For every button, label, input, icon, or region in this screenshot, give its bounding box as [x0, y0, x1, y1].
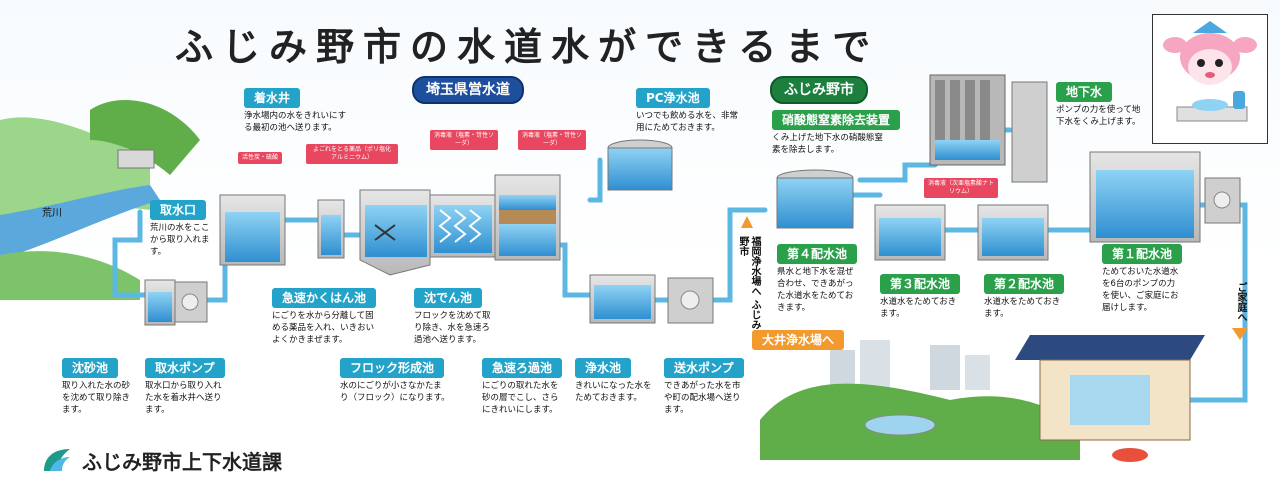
step-dist1-desc: ためておいた水道水を6台のポンプの力を使い、ご家庭にお届けします。	[1102, 267, 1179, 313]
step-rapid-filter-label: 急速ろ過池	[482, 358, 563, 378]
river-label: 荒川	[42, 208, 62, 219]
fountain	[864, 414, 936, 436]
section-fujimino: ふじみ野市	[770, 76, 868, 104]
solar-roof	[1015, 335, 1205, 360]
tank-settling	[429, 194, 496, 258]
tank-rapid-filter	[494, 174, 561, 261]
step-rapid-filter-desc: にごりの取れた水を砂の層でこし、さらにきれいにします。	[482, 381, 559, 415]
tank-groundwater	[1011, 81, 1048, 183]
chem-tag-disinfect-1: 消毒液（塩素・苛性ソーダ）	[430, 130, 498, 150]
pipe-nitrate	[857, 162, 938, 183]
step-intake-pump-desc: 取水口から取り入れた水を着水井へ送ります。	[145, 381, 222, 415]
arrow-down	[1232, 328, 1248, 340]
tank-floc	[359, 189, 431, 276]
pipe-to-fujimino	[709, 207, 768, 303]
step-dist4-desc: 県水と地下水を混ぜ合わせ、できあがった水道水をためておきます。	[777, 267, 854, 313]
river-scene	[0, 100, 200, 300]
step-groundwater-label: 地下水	[1056, 82, 1113, 102]
page-title: ふじみ野市の水道水ができるまで	[175, 25, 880, 69]
step-clear-pool-label: 浄水池	[575, 358, 632, 378]
tank-intake-pump	[174, 281, 208, 323]
arrow-up	[741, 216, 753, 228]
tank-dist4	[776, 169, 854, 229]
flow-home: ご家庭へ	[1235, 282, 1246, 322]
section-saitama: 埼玉県営水道	[412, 76, 524, 104]
chem-tag-disinfect-3: 消毒液（次亜塩素酸ナトリウム）	[924, 178, 998, 198]
step-receiving-label: 着水井	[244, 88, 301, 108]
tank-receiving	[219, 194, 286, 266]
step-settling-label: 沈でん池	[414, 288, 483, 308]
step-pump-out-desc: できあがった水を市や町の配水場へ送ります。	[664, 381, 741, 415]
step-dist1-label: 第１配水池	[1102, 244, 1183, 264]
step-sand-basin-label: 沈砂池	[62, 358, 119, 378]
pipe-intake	[112, 209, 153, 298]
watering-can	[1112, 448, 1148, 462]
step-rapid-mix-desc: にごりを水から分離して固める薬品を入れ、いきおいよくかきまぜます。	[272, 311, 375, 345]
tanks	[144, 74, 1241, 326]
tank-dist3	[874, 204, 946, 261]
step-floc-desc: 水のにごりが小さなかたまり（フロック）になります。	[340, 381, 450, 403]
step-rapid-mix-label: 急速かくはん池	[272, 288, 377, 308]
town-scene	[760, 335, 1205, 462]
step-pc-pool-desc: いつでも飲める水を、非常用にためておきます。	[636, 111, 739, 133]
step-pump-out-label: 送水ポンプ	[664, 358, 744, 378]
org-name: ふじみ野市上下水道課	[82, 449, 282, 474]
step-clear-pool-desc: きれいになった水をためておきます。	[575, 381, 652, 403]
step-nitrate-desc: くみ上げた地下水の硝酸態窒素を除去します。	[772, 133, 883, 155]
step-groundwater-desc: ポンプの力を使って地下水をくみ上げます。	[1056, 105, 1141, 127]
tank-sand-basin	[144, 279, 176, 326]
tank-pc	[607, 139, 673, 191]
tank-dist1	[1089, 151, 1201, 243]
flow-to-fujimino: 福岡浄水場へ ふじみ野市	[737, 236, 760, 330]
mascot-character-icon	[1163, 21, 1257, 122]
chem-tag-disinfect-2: 消毒液（塩素・苛性ソーダ）	[518, 130, 586, 150]
chem-tag-coag: よごれをとる薬品（ポリ塩化アルミニウム）	[306, 144, 398, 164]
city-logo-icon	[44, 449, 70, 471]
step-dist2-desc: 水道水をためておきます。	[984, 297, 1061, 319]
tank-dist1-pump	[1204, 177, 1241, 224]
footer: ふじみ野市上下水道課	[40, 440, 282, 480]
chem-tag-carbon: 活性炭・硫酸	[238, 152, 283, 164]
step-dist2-label: 第２配水池	[984, 274, 1065, 294]
step-floc-label: フロック形成池	[340, 358, 445, 378]
tank-dist2	[977, 204, 1049, 261]
step-settling-desc: フロックを沈めて取り除き、水を急速ろ過池へ送ります。	[414, 311, 491, 345]
step-intake-pump-label: 取水ポンプ	[145, 358, 225, 378]
step-nitrate-label: 硝酸態窒素除去装置	[772, 110, 901, 130]
step-dist3-desc: 水道水をためておきます。	[880, 297, 957, 319]
step-sand-basin-desc: 取り入れた水の砂を沈めて取り除きます。	[62, 381, 131, 415]
pipe-pc	[587, 157, 603, 203]
mascot-box	[1152, 14, 1268, 144]
tank-pump-out	[667, 277, 714, 324]
flow-ooi: 大井浄水場へ	[752, 330, 845, 350]
step-dist4-label: 第４配水池	[777, 244, 858, 264]
flow-arrows	[741, 216, 1248, 340]
step-pc-pool-label: PC浄水池	[636, 88, 710, 108]
tank-rapid-mix	[317, 199, 345, 259]
step-intake-desc: 荒川の水をここから取り入れます。	[150, 223, 210, 257]
tank-clear	[589, 274, 656, 324]
step-intake-label: 取水口	[150, 200, 207, 220]
step-dist3-label: 第３配水池	[880, 274, 961, 294]
intake-building	[117, 149, 155, 169]
river	[0, 185, 160, 260]
step-receiving-desc: 浄水場内の水をきれいにする最初の池へ送ります。	[244, 111, 347, 133]
tank-nitrate	[929, 74, 1006, 166]
